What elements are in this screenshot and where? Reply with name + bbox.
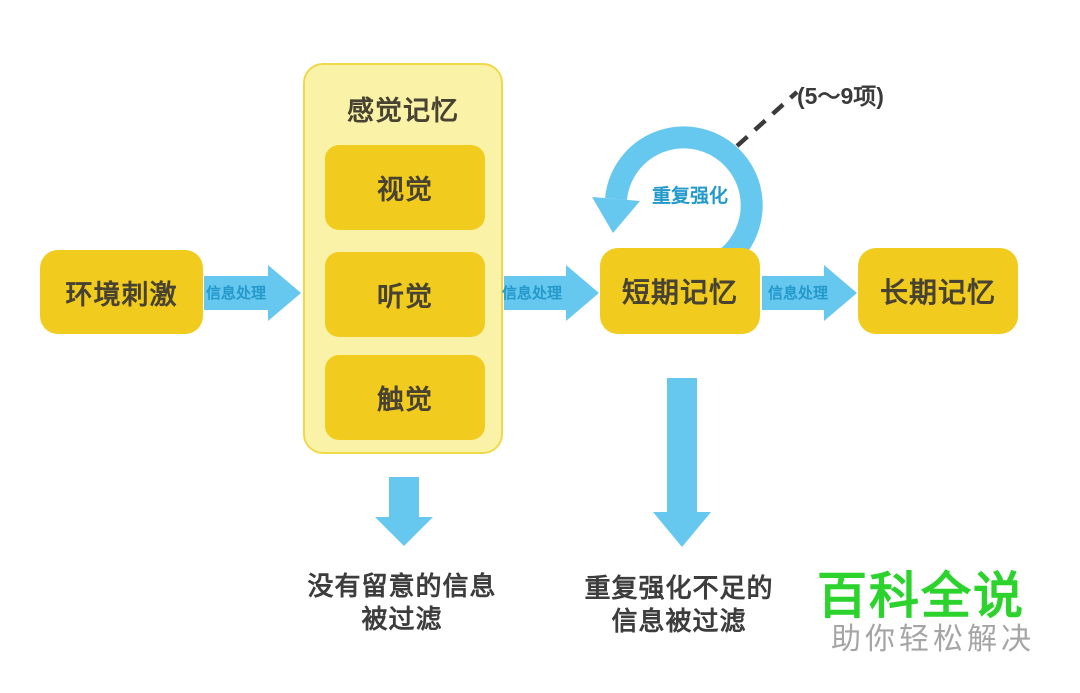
process-label-2: 信息处理 bbox=[501, 285, 562, 302]
process-arrow-3-icon bbox=[762, 265, 857, 321]
long-term-memory-box: 长期记忆 bbox=[858, 248, 1018, 334]
sensory-item-visual: 视觉 bbox=[325, 145, 485, 230]
sensory-memory-container: 感觉记忆 视觉 听觉 触觉 bbox=[303, 63, 503, 454]
rehearsal-loop-arrowhead-icon bbox=[592, 197, 640, 233]
sensory-memory-title: 感觉记忆 bbox=[347, 96, 459, 126]
sensory-item-auditory-label: 听觉 bbox=[377, 282, 433, 312]
capacity-dashed-line bbox=[735, 90, 799, 148]
sensory-filter-line1: 没有留意的信息 bbox=[307, 571, 497, 601]
rehearsal-label: 重复强化 bbox=[651, 186, 728, 207]
stimulus-box: 环境刺激 bbox=[40, 250, 203, 334]
sensory-item-auditory: 听觉 bbox=[325, 252, 485, 337]
sensory-item-visual-label: 视觉 bbox=[377, 175, 433, 205]
long-term-memory-label: 长期记忆 bbox=[879, 277, 996, 308]
sensory-filter-line2: 被过滤 bbox=[361, 604, 443, 634]
sensory-item-tactile-label: 触觉 bbox=[377, 385, 433, 415]
sensory-item-tactile: 触觉 bbox=[325, 355, 485, 440]
sensory-filter-note: 没有留意的信息 被过滤 bbox=[287, 570, 517, 636]
filter-arrow-1-icon bbox=[375, 477, 433, 546]
process-arrow-1-icon bbox=[204, 265, 301, 321]
rehearsal-loop-arrow bbox=[605, 126, 763, 266]
short-term-filter-line2: 信息被过滤 bbox=[611, 606, 747, 636]
short-term-filter-line1: 重复强化不足的 bbox=[584, 573, 774, 603]
process-arrow-2-icon bbox=[504, 265, 599, 321]
watermark-subtitle: 助你轻松解决 bbox=[831, 623, 1035, 656]
stimulus-label: 环境刺激 bbox=[65, 279, 178, 310]
process-label-3: 信息处理 bbox=[767, 285, 828, 302]
capacity-note: (5～9项) bbox=[797, 83, 884, 109]
short-term-memory-label: 短期记忆 bbox=[621, 277, 738, 308]
process-label-1: 信息处理 bbox=[205, 285, 266, 302]
short-term-filter-note: 重复强化不足的 信息被过滤 bbox=[564, 572, 794, 638]
short-term-memory-box: 短期记忆 bbox=[600, 248, 760, 334]
watermark-title: 百科全说 bbox=[817, 568, 1025, 624]
filter-arrow-2-icon bbox=[653, 378, 711, 547]
